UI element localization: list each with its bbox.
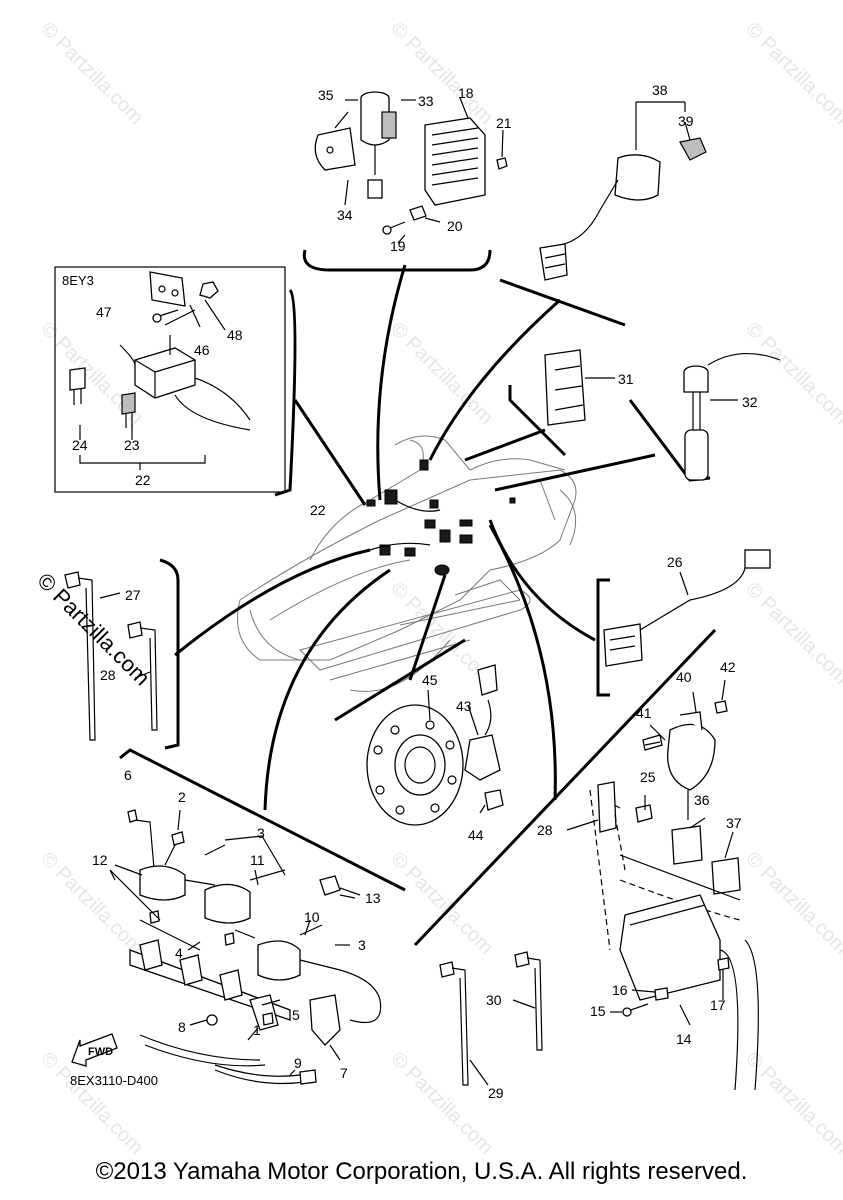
watermark: © Partzilla.com bbox=[741, 848, 843, 959]
callout-3: 3 bbox=[358, 937, 366, 953]
callout-7: 7 bbox=[340, 1065, 348, 1081]
callout-21: 21 bbox=[496, 115, 512, 131]
callout-20: 20 bbox=[447, 218, 463, 234]
sensor-32 bbox=[683, 352, 781, 481]
callout-5: 5 bbox=[292, 1007, 300, 1023]
fwd-label: FWD bbox=[88, 1046, 113, 1058]
callout-31: 31 bbox=[618, 371, 634, 387]
callout-16: 16 bbox=[612, 982, 628, 998]
callout-44: 44 bbox=[468, 827, 484, 843]
leader-lines bbox=[119, 249, 717, 947]
callout-2: 2 bbox=[178, 789, 186, 805]
callout-24: 24 bbox=[72, 437, 88, 453]
ignition-coils-group bbox=[109, 809, 382, 1085]
callout-11: 11 bbox=[250, 852, 265, 868]
callout-9: 9 bbox=[294, 1055, 302, 1071]
callout-41: 41 bbox=[636, 705, 652, 721]
top-center-group bbox=[314, 91, 508, 244]
callout-18: 18 bbox=[458, 85, 474, 101]
callout-42: 42 bbox=[720, 659, 736, 675]
callout-1: 1 bbox=[253, 1022, 261, 1038]
watermark: © Partzilla.com bbox=[386, 318, 497, 429]
watermark: © Partzilla.com bbox=[36, 18, 147, 129]
watermark: © Partzilla.com bbox=[36, 1048, 147, 1159]
callout-35: 35 bbox=[318, 87, 334, 103]
watermark: © Partzilla.com bbox=[741, 318, 843, 429]
watermark: © Partzilla.com bbox=[386, 1048, 497, 1159]
callout-23: 23 bbox=[124, 437, 140, 453]
callout-13: 13 bbox=[365, 890, 381, 906]
callout-46: 46 bbox=[194, 342, 210, 358]
callout-47: 47 bbox=[96, 304, 112, 320]
callout-22: 22 bbox=[135, 472, 151, 488]
callout-38: 38 bbox=[652, 82, 668, 98]
callout-36: 36 bbox=[694, 792, 710, 808]
callout-48: 48 bbox=[227, 327, 243, 343]
callout-40: 40 bbox=[676, 669, 692, 685]
callout-15: 15 bbox=[590, 1003, 606, 1019]
inset-title: 8EY3 bbox=[62, 273, 94, 288]
callout-12: 12 bbox=[92, 852, 108, 868]
clamp-31 bbox=[544, 349, 615, 426]
callouts: 1 2 3 3 4 5 6 7 8 9 10 11 12 13 14 15 16… bbox=[72, 82, 758, 1101]
cable-ties-27-28 bbox=[64, 571, 158, 741]
inset-8ey3: 8EY3 bbox=[54, 266, 286, 493]
callout-22: 22 bbox=[310, 502, 326, 518]
callout-27: 27 bbox=[125, 587, 141, 603]
watermark: © Partzilla.com bbox=[741, 578, 843, 689]
callout-26: 26 bbox=[667, 554, 683, 570]
watermark: © Partzilla.com bbox=[741, 18, 843, 129]
callout-6: 6 bbox=[124, 767, 132, 783]
harness-26 bbox=[603, 549, 771, 667]
callout-33: 33 bbox=[418, 93, 434, 109]
watermark: © Partzilla.com bbox=[386, 848, 497, 959]
flywheel-group bbox=[366, 664, 504, 826]
callout-28: 28 bbox=[100, 667, 116, 683]
callout-14: 14 bbox=[676, 1031, 692, 1047]
callout-37: 37 bbox=[726, 815, 742, 831]
callout-29: 29 bbox=[488, 1085, 504, 1101]
key-switch-group bbox=[539, 101, 707, 281]
callout-30: 30 bbox=[486, 992, 502, 1008]
callout-39: 39 bbox=[678, 113, 694, 129]
fwd-arrow-icon: FWD bbox=[71, 1033, 118, 1067]
callout-43: 43 bbox=[456, 698, 472, 714]
snowmobile-outline bbox=[237, 435, 577, 692]
callout-32: 32 bbox=[742, 394, 758, 410]
callout-10: 10 bbox=[304, 909, 320, 925]
callout-17: 17 bbox=[710, 997, 726, 1013]
callout-28: 28 bbox=[537, 822, 553, 838]
callout-3: 3 bbox=[257, 825, 265, 841]
watermark: © Partzilla.com bbox=[386, 18, 497, 129]
callout-45: 45 bbox=[422, 672, 438, 688]
callout-8: 8 bbox=[178, 1019, 186, 1035]
cdi-group bbox=[566, 679, 759, 1091]
diagram-code: 8EX3110-D400 bbox=[70, 1073, 158, 1088]
callout-34: 34 bbox=[337, 207, 353, 223]
cable-ties-29-30 bbox=[439, 951, 543, 1086]
copyright-notice: ©2013 Yamaha Motor Corporation, U.S.A. A… bbox=[95, 1158, 748, 1185]
callout-19: 19 bbox=[390, 238, 406, 254]
callout-25: 25 bbox=[640, 769, 656, 785]
callout-4: 4 bbox=[175, 945, 183, 961]
